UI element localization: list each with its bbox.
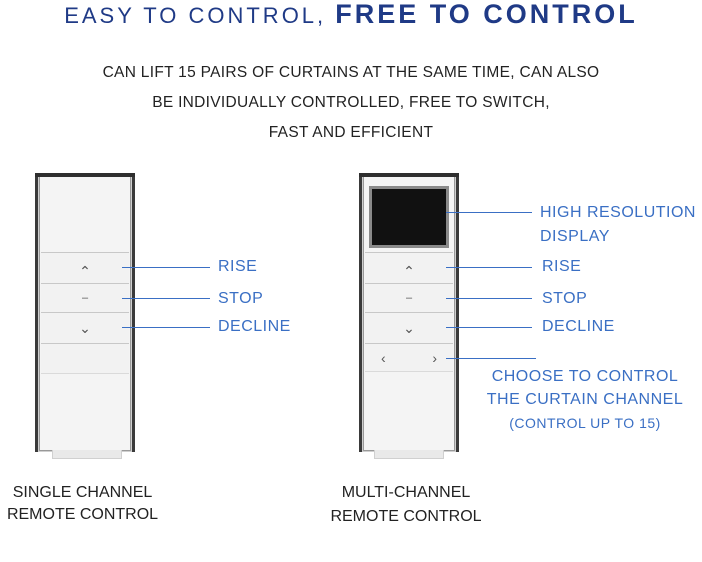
display-callout-line [446,212,532,213]
stop-icon: – [405,292,413,304]
channel-button[interactable]: ‹ › [365,343,453,372]
decline-button[interactable]: ⌄ [365,312,453,344]
chevron-down-icon: ⌄ [403,320,415,336]
stop-button[interactable]: – [41,283,129,313]
stop-callout-line [122,298,210,299]
stop-label: STOP [542,290,588,307]
caption-line: REMOTE CONTROL [330,508,482,525]
description-line: CAN LIFT 15 PAIRS OF CURTAINS AT THE SAM… [102,64,600,81]
stop-callout-line [446,298,532,299]
single-channel-remote: ⌃ – ⌄ [35,173,135,452]
display-label: HIGH RESOLUTION DISPLAY [540,202,696,248]
stop-icon: – [81,292,89,304]
chevron-up-icon: ⌃ [79,263,91,279]
decline-callout-line [446,327,532,328]
title-light: EASY TO CONTROL, [64,3,327,28]
display-label-line: DISPLAY [540,228,610,245]
channel-label: CHOOSE TO CONTROL THE CURTAIN CHANNEL (C… [470,366,700,434]
chevron-left-icon[interactable]: ‹ [381,349,386,366]
description-line: FAST AND EFFICIENT [268,124,434,141]
single-remote-base [52,450,122,459]
decline-button[interactable]: ⌄ [41,312,129,344]
rise-button[interactable]: ⌃ [41,252,129,284]
single-remote-caption: SINGLE CHANNEL REMOTE CONTROL [0,482,165,526]
rise-callout-line [446,267,532,268]
remote-top-cap [35,173,135,177]
rise-callout-line [122,267,210,268]
channel-label-line: THE CURTAIN CHANNEL [486,391,684,408]
chevron-up-icon: ⌃ [403,263,415,279]
blank-button[interactable] [41,343,129,374]
rise-button[interactable]: ⌃ [365,252,453,284]
rise-label: RISE [218,258,258,275]
channel-callout-line [446,358,536,359]
stop-label: STOP [218,290,264,307]
description-line: BE INDIVIDUALLY CONTROLLED, FREE TO SWIT… [152,94,550,111]
multi-remote-caption: MULTI-CHANNEL REMOTE CONTROL [318,482,494,528]
decline-callout-line [122,327,210,328]
stop-button[interactable]: – [365,283,453,313]
rise-label: RISE [542,258,582,275]
title-bold: FREE TO CONTROL [335,0,638,29]
chevron-right-icon[interactable]: › [432,349,437,366]
display-label-line: HIGH RESOLUTION [540,204,696,221]
description: CAN LIFT 15 PAIRS OF CURTAINS AT THE SAM… [0,58,702,148]
remote-top-cap [359,173,459,177]
caption-line: MULTI-CHANNEL [341,484,471,501]
channel-label-note: (CONTROL UP TO 15) [509,415,661,431]
caption-line: SINGLE CHANNEL [12,484,153,501]
decline-label: DECLINE [218,318,291,335]
decline-label: DECLINE [542,318,615,335]
chevron-down-icon: ⌄ [79,320,91,336]
multi-channel-remote: ⌃ – ⌄ ‹ › [359,173,459,452]
multi-remote-base [374,450,444,459]
caption-line: REMOTE CONTROL [6,506,159,523]
display-screen [369,186,449,248]
channel-label-line: CHOOSE TO CONTROL [491,368,679,385]
page-title: EASY TO CONTROL, FREE TO CONTROL [0,0,702,30]
